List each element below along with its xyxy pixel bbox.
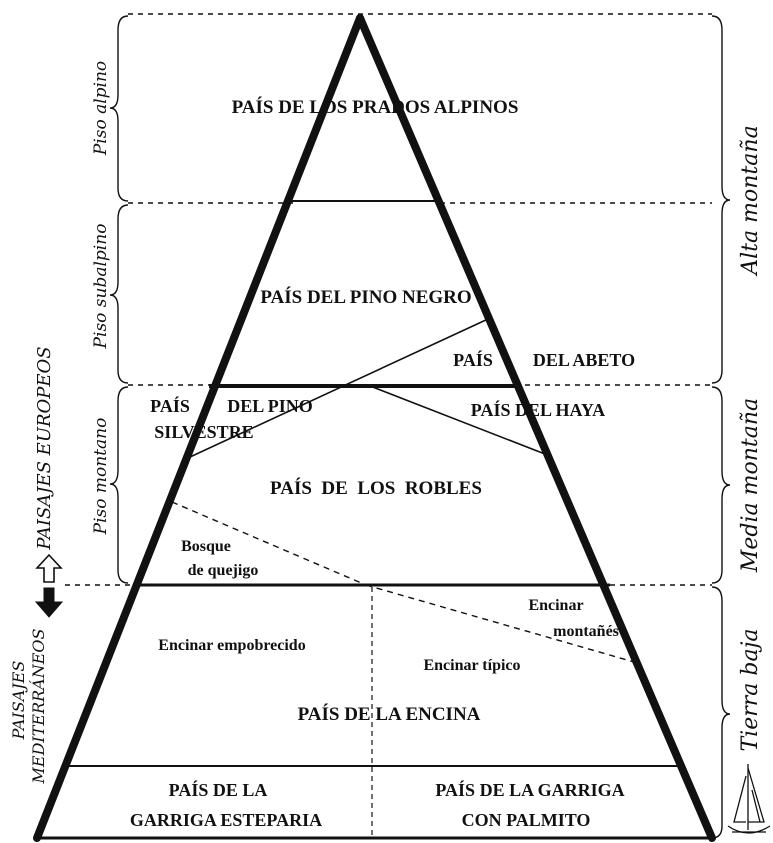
brace-piso-alpino: [109, 15, 129, 202]
label-encinar-montanes-a: Encinar: [528, 597, 583, 614]
brace-piso-subalpino: [109, 204, 129, 384]
abeto-boundary: [189, 318, 489, 458]
brace-media-montana: [711, 386, 731, 584]
label-pino-silvestre-silvestre: SILVESTRE: [154, 422, 253, 442]
label-encina: PAÍS DE LA ENCINA: [298, 703, 481, 725]
down-arrow-icon: [34, 587, 64, 618]
transition-arrows: [34, 553, 64, 618]
pyramid-right-edge: [356, 14, 716, 842]
label-paisajes-europeos: PAISAJES EUROPEOS: [34, 346, 55, 550]
encinar-montanes-boundary: [365, 584, 635, 663]
label-quejigo-de: de quejigo: [188, 562, 259, 579]
brace-alta-montana: [711, 15, 731, 384]
label-encinar-empobrecido: Encinar empobrecido: [158, 637, 305, 654]
pyramid-left-edge: [33, 14, 364, 842]
label-paisajes-mediterraneos-b: MEDITERRÁNEOS: [28, 628, 48, 784]
label-piso-alpino: Piso alpino: [91, 61, 111, 156]
haya-boundary: [369, 385, 551, 457]
quejigo-boundary: [171, 501, 367, 586]
left-labels: Piso alpino Piso subalpino Piso montano …: [9, 61, 111, 785]
label-garriga-palmito-b: CON PALMITO: [462, 810, 591, 830]
label-garriga-palmito-a: PAÍS DE LA GARRIGA: [435, 779, 624, 800]
pyramid: [33, 14, 716, 842]
level-guides: [65, 13, 731, 839]
label-garriga-esteparia-a: PAÍS DE LA: [169, 779, 268, 800]
internal-boundaries: [67, 200, 680, 836]
label-abeto-pais: PAÍS: [453, 349, 493, 370]
label-alta-montana: Alta montaña: [738, 125, 763, 276]
label-piso-montano: Piso montano: [91, 418, 111, 536]
label-tierra-baja: Tierra baja: [738, 628, 763, 751]
label-quejigo-bosque: Bosque: [181, 538, 231, 555]
label-pino-silvestre-del: DEL PINO: [227, 396, 313, 416]
label-paisajes-mediterraneos-a: PAISAJES: [9, 661, 28, 741]
brace-piso-montano: [109, 386, 129, 584]
label-prados-alpinos: PAÍS DE LOS PRADOS ALPINOS: [232, 96, 519, 118]
region-labels: PAÍS DE LOS PRADOS ALPINOS PAÍS DEL PINO…: [130, 96, 635, 830]
label-robles: PAÍS DE LOS ROBLES: [270, 477, 482, 499]
brace-tierra-baja: [711, 586, 731, 839]
label-abeto-del: DEL ABETO: [533, 350, 635, 370]
label-encinar-tipico: Encinar típico: [423, 657, 520, 674]
label-piso-subalpino: Piso subalpino: [91, 224, 111, 350]
label-media-montana: Media montaña: [738, 398, 763, 573]
label-pino-silvestre-pais: PAÍS: [150, 395, 190, 416]
label-garriga-esteparia-b: GARRIGA ESTEPARIA: [130, 810, 322, 830]
label-encinar-montanes-b: montañés: [553, 623, 619, 640]
label-haya: PAÍS DEL HAYA: [471, 399, 605, 420]
sailboat-icon: [727, 764, 771, 834]
label-pino-negro: PAÍS DEL PINO NEGRO: [260, 286, 471, 308]
up-arrow-icon: [35, 553, 63, 583]
right-labels: Alta montaña Media montaña Tierra baja: [738, 125, 763, 751]
